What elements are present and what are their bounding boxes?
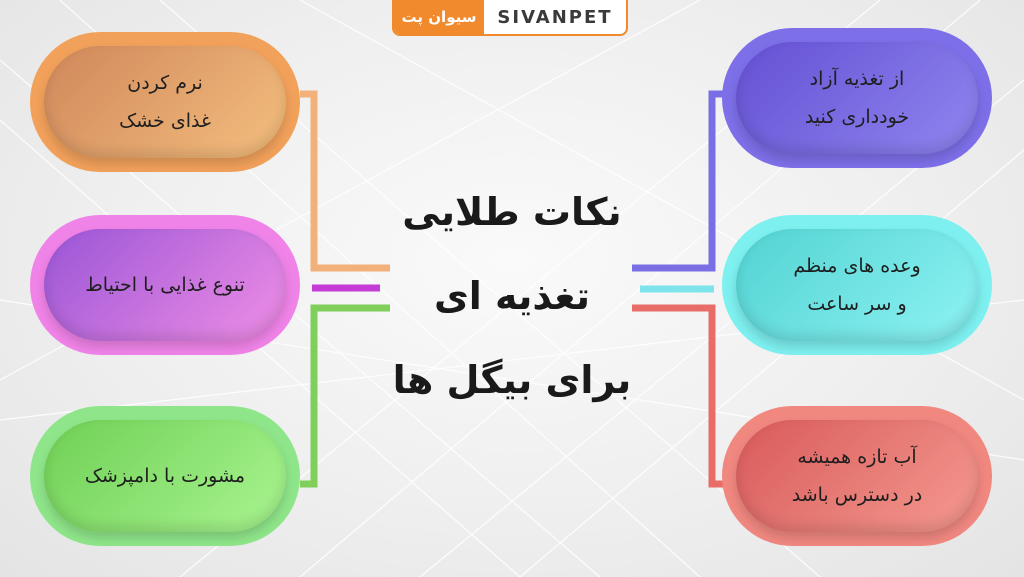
tip-text: مشورت با دامپزشک [84,465,246,487]
brand-latin-logo: SIVANPET [497,6,613,28]
brand-badge: سیوان پت SIVANPET [392,0,628,36]
tip-consult-vet: مشورت با دامپزشک [30,406,300,546]
brand-persian-label: سیوان پت [394,0,484,34]
tip-text: نرم کردن غذای خشک [119,72,211,132]
title-line-3: برای بیگل ها [392,358,632,402]
tip-food-variety: تنوع غذایی با احتیاط [30,215,300,355]
tip-soften-dry-food: نرم کردن غذای خشک [30,32,300,172]
tip-avoid-free-feeding: از تغذیه آزاد خودداری کنید [722,28,992,168]
tip-text: وعده های منظم و سر ساعت [793,255,921,315]
title-line-1: نکات طلایی [402,190,622,234]
center-title: نکات طلایی تغذیه ای برای بیگل ها [372,170,652,422]
connector-orange [300,90,390,272]
connector-green [300,304,390,488]
connector-red [632,304,728,488]
connector-purple [632,90,728,272]
tip-fresh-water: آب تازه همیشه در دسترس باشد [722,406,992,546]
tip-text: تنوع غذایی با احتیاط [85,274,245,296]
tip-regular-meals: وعده های منظم و سر ساعت [722,215,992,355]
tip-text: از تغذیه آزاد خودداری کنید [804,68,910,128]
tip-text: آب تازه همیشه در دسترس باشد [791,446,923,506]
title-line-2: تغذیه ای [433,274,591,318]
